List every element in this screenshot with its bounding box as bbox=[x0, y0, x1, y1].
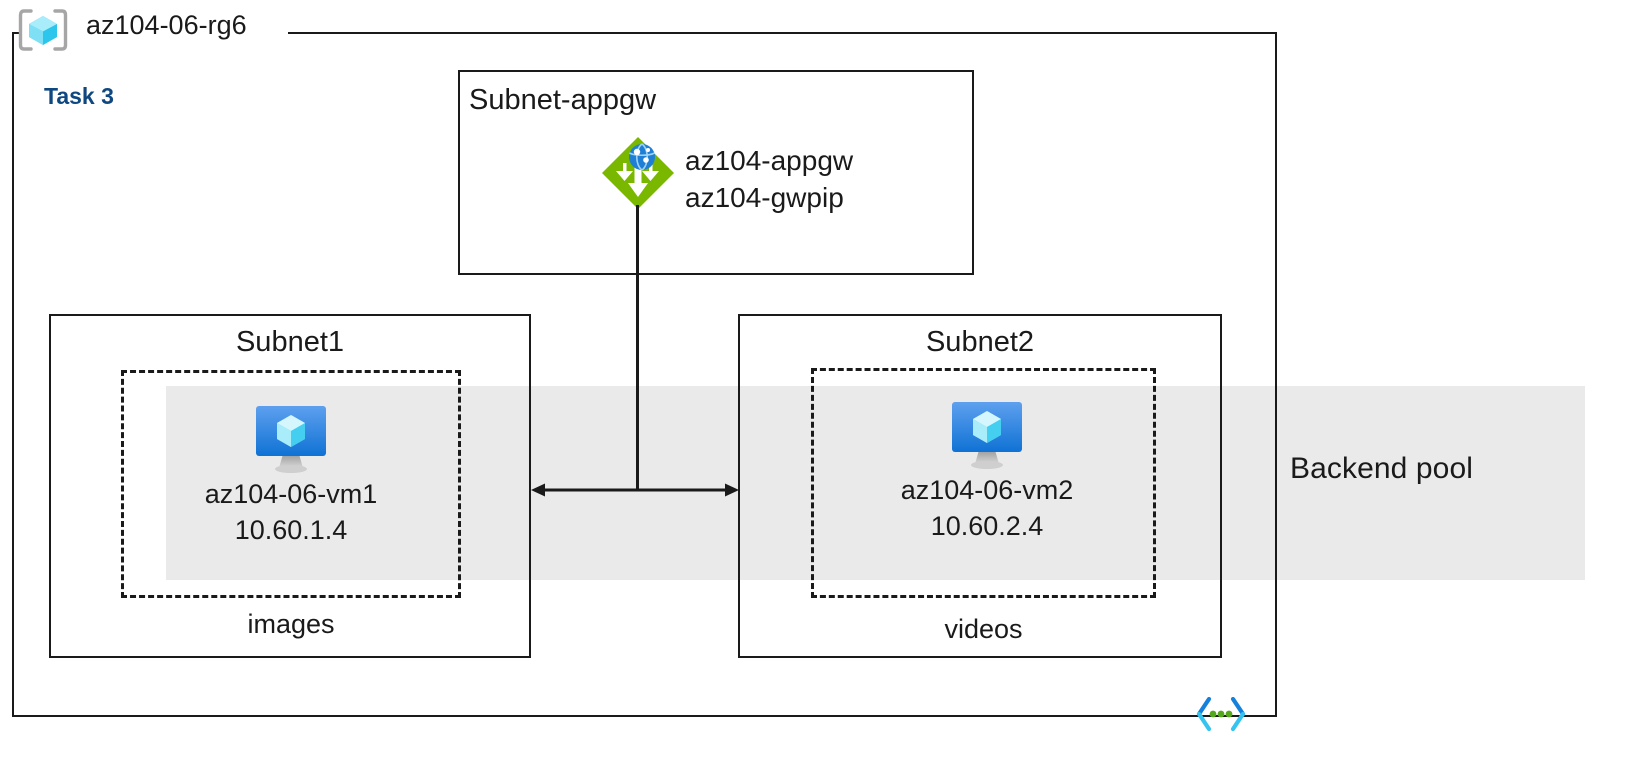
subnet2-title: Subnet2 bbox=[925, 326, 1035, 358]
subnet2-dashed-boundary bbox=[811, 368, 1156, 598]
subnet2-box bbox=[738, 314, 1222, 658]
vm1-name: az104-06-vm1 bbox=[204, 479, 378, 509]
subnet2-caption: videos bbox=[944, 614, 1023, 644]
backend-pool-label: Backend pool bbox=[1290, 452, 1474, 485]
vm2-ip: 10.60.2.4 bbox=[930, 511, 1044, 541]
connector-subnet1-subnet2 bbox=[531, 481, 739, 499]
virtual-network-icon bbox=[1196, 696, 1246, 732]
resource-group-title-mask bbox=[20, 24, 288, 42]
backend-pool-band bbox=[166, 386, 1585, 580]
subnet1-dashed-boundary bbox=[121, 370, 461, 598]
subnet1-title: Subnet1 bbox=[235, 326, 345, 358]
virtual-machine-icon bbox=[862, 394, 1112, 472]
vm-node-az104-06-vm1: az104-06-vm1 10.60.1.4 bbox=[166, 398, 416, 548]
vm-node-az104-06-vm2: az104-06-vm2 10.60.2.4 bbox=[862, 394, 1112, 544]
subnet-appgw-title: Subnet-appgw bbox=[469, 84, 657, 116]
vm2-name: az104-06-vm2 bbox=[900, 475, 1074, 505]
subnet1-box bbox=[49, 314, 531, 658]
subnet-appgw-box bbox=[458, 70, 974, 275]
resource-group-icon bbox=[18, 7, 68, 53]
resource-group-boundary bbox=[12, 32, 1277, 717]
appgw-name: az104-appgw bbox=[685, 145, 854, 176]
vm1-ip: 10.60.1.4 bbox=[234, 515, 348, 545]
resource-group-name: az104-06-rg6 bbox=[86, 10, 247, 40]
application-gateway-labels: az104-appgw az104-gwpip bbox=[685, 142, 853, 216]
subnet1-caption: images bbox=[247, 609, 335, 639]
connector-appgw-to-subnets bbox=[636, 205, 639, 490]
appgw-pip-name: az104-gwpip bbox=[685, 182, 844, 213]
task-label: Task 3 bbox=[44, 83, 114, 109]
virtual-machine-icon bbox=[166, 398, 416, 476]
application-gateway-icon bbox=[600, 135, 676, 211]
